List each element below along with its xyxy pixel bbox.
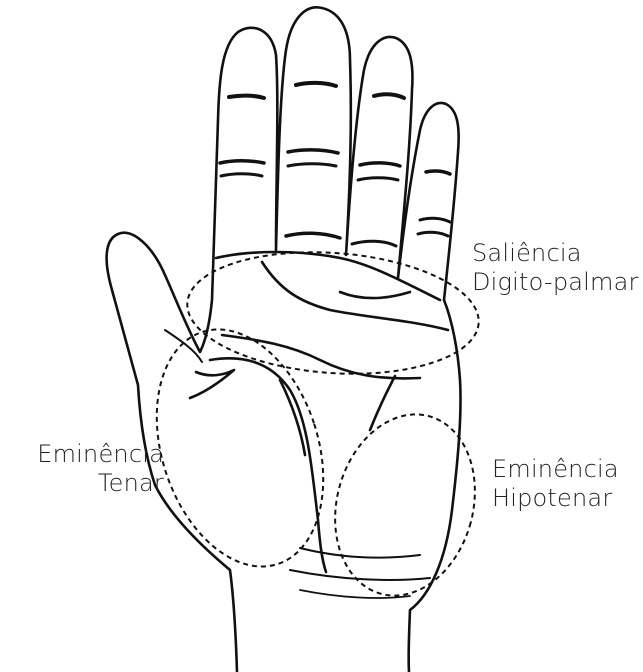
- index-crease-2: [220, 161, 264, 163]
- little-crease-3: [418, 232, 448, 236]
- head-line: [222, 335, 420, 378]
- ring-crease-4: [352, 241, 396, 246]
- index-crease-1: [229, 96, 264, 98]
- ring-crease-1: [374, 94, 404, 98]
- middle-crease-2: [288, 150, 338, 153]
- label-digito-palmar: Saliência Digito-palmar: [472, 239, 639, 297]
- digito-palmar-region: [183, 243, 483, 383]
- ring-crease-3: [358, 178, 398, 180]
- label-hipotenar-line2: Hipotenar: [492, 484, 619, 513]
- label-digito-palmar-line1: Saliência: [472, 239, 639, 268]
- little-crease-2: [420, 218, 450, 222]
- wrist-crease-3: [300, 590, 410, 598]
- wrist-crease-1: [300, 548, 420, 558]
- index-crease-3: [221, 174, 262, 176]
- label-hipotenar: Eminência Hipotenar: [492, 455, 619, 513]
- ring-crease-2: [360, 163, 400, 166]
- label-tenar-line1: Eminência: [8, 440, 164, 469]
- label-tenar-line2: Tenar: [8, 469, 164, 498]
- label-digito-palmar-line2: Digito-palmar: [472, 268, 639, 297]
- thenar-crease: [190, 370, 234, 398]
- hand-outline: [107, 7, 461, 672]
- middle-crease-4: [286, 233, 340, 238]
- little-crease-1: [426, 171, 450, 174]
- wrist-crease-2: [290, 570, 430, 580]
- label-hipotenar-line1: Eminência: [492, 455, 619, 484]
- middle-crease-1: [296, 83, 336, 86]
- label-tenar: Eminência Tenar: [8, 440, 164, 498]
- palm-crease-right: [370, 376, 395, 430]
- head-line-branch: [340, 292, 410, 298]
- middle-crease-3: [288, 164, 336, 166]
